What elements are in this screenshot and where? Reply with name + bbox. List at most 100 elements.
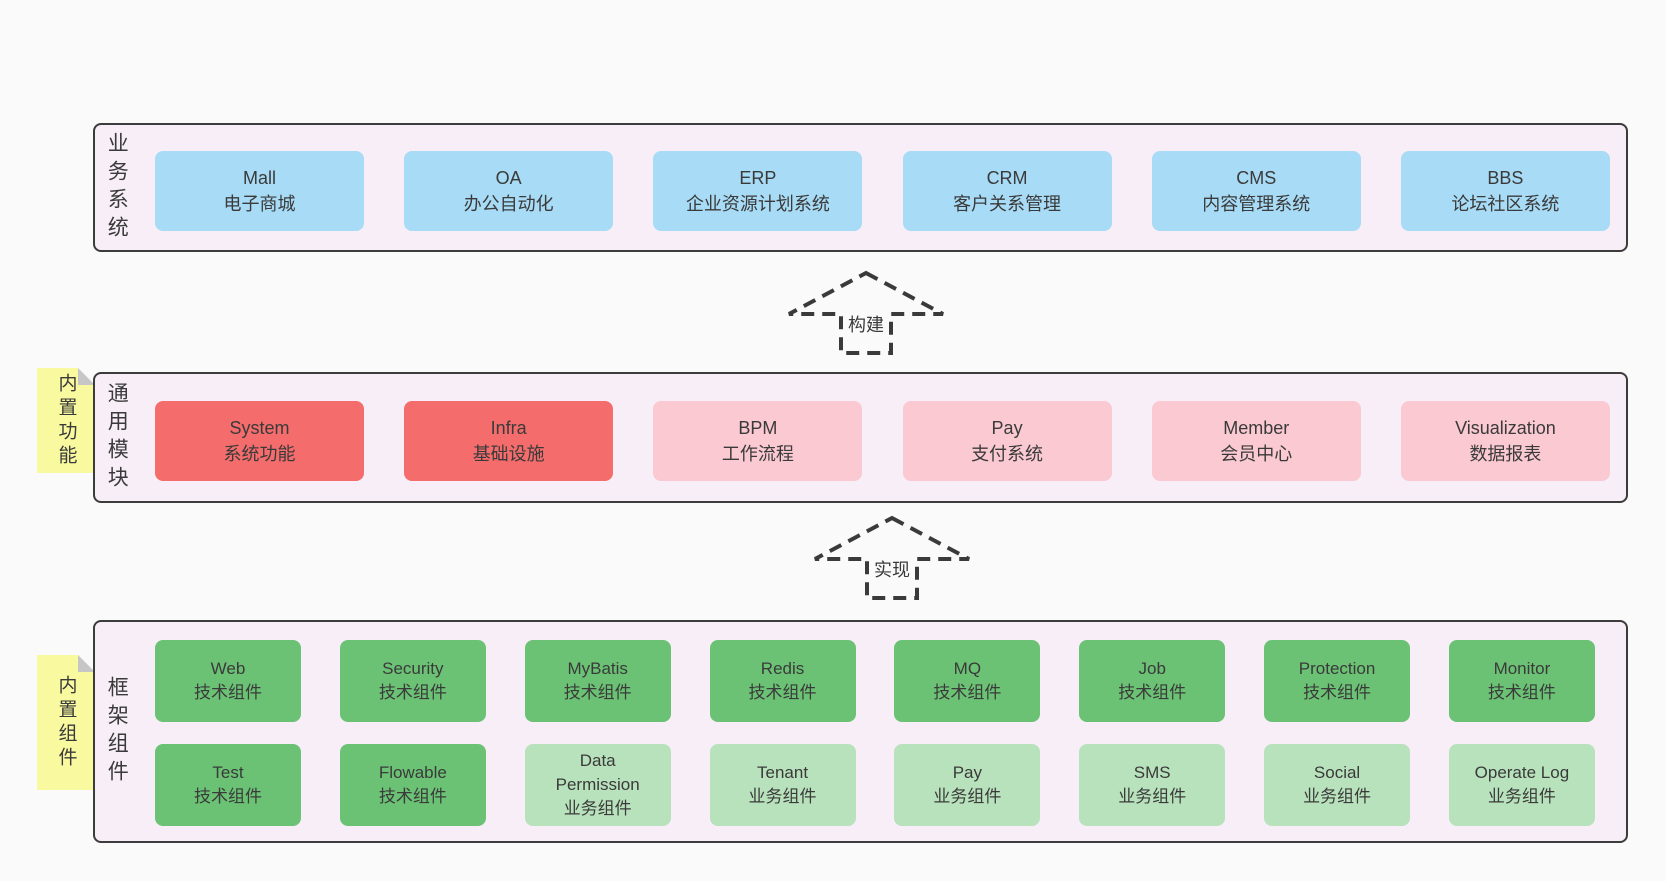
box-title: Job <box>1138 659 1166 678</box>
box-subtitle: 技术组件 <box>378 787 447 806</box>
box-web: Web 技术组件 <box>155 640 301 722</box>
framework-components-row-1: Web 技术组件 Security 技术组件 MyBatis 技术组件 Redi… <box>95 622 1626 722</box>
box-subtitle: 客户关系管理 <box>953 194 1062 214</box>
box-subtitle: 技术组件 <box>748 683 817 702</box>
box-title: Mall <box>242 168 276 188</box>
panel-label-framework-components: 框架组件 <box>105 675 129 788</box>
box-test: Test 技术组件 <box>155 744 301 826</box>
box-operate-log: Operate Log 业务组件 <box>1448 744 1595 826</box>
box-redis: Redis 技术组件 <box>709 640 856 722</box>
box-monitor: Monitor 技术组件 <box>1448 640 1595 722</box>
build-arrow-label: 构建 <box>846 311 886 337</box>
box-title: Test <box>212 763 244 782</box>
box-subtitle: 业务组件 <box>1487 787 1556 806</box>
box-subtitle: 工作流程 <box>721 444 794 464</box>
box-title: Tenant <box>757 763 809 782</box>
box-title: BBS <box>1487 168 1524 188</box>
box-title: Member <box>1223 418 1290 438</box>
box-title: Web <box>210 659 246 678</box>
box-mybatis: MyBatis 技术组件 <box>524 640 671 722</box>
box-title: Protection <box>1298 659 1376 678</box>
implement-arrow-label: 实现 <box>872 556 912 582</box>
box-title: SMS <box>1133 763 1171 782</box>
box-security: Security 技术组件 <box>339 640 486 722</box>
box-pay: Pay 支付系统 <box>902 401 1112 481</box>
box-subtitle: 业务组件 <box>1303 787 1372 806</box>
build-arrow: 构建 <box>787 270 945 356</box>
box-title: ERP <box>739 168 777 188</box>
box-subtitle: 数据报表 <box>1469 444 1542 464</box>
framework-components-row-2: Test 技术组件 Flowable 技术组件 Data Permission … <box>95 722 1626 826</box>
box-flowable: Flowable 技术组件 <box>339 744 486 826</box>
panel-framework-components: 框架组件 Web 技术组件 Security 技术组件 MyBatis 技术组件… <box>93 620 1628 843</box>
box-cms: CMS 内容管理系统 <box>1151 151 1361 231</box>
box-member: Member 会员中心 <box>1151 401 1361 481</box>
box-data-permission: Data Permission 业务组件 <box>524 744 671 826</box>
box-subtitle: 技术组件 <box>933 683 1002 702</box>
box-subtitle: 论坛社区系统 <box>1451 194 1560 214</box>
box-mall: Mall 电子商城 <box>155 151 364 231</box>
box-crm: CRM 客户关系管理 <box>902 151 1112 231</box>
box-title: Pay <box>952 763 983 782</box>
box-bbs: BBS 论坛社区系统 <box>1400 151 1610 231</box>
box-mq: MQ 技术组件 <box>894 640 1041 722</box>
box-title: Flowable <box>378 763 447 782</box>
box-tenant: Tenant 业务组件 <box>709 744 856 826</box>
box-title: Operate Log <box>1474 763 1570 782</box>
dashed-up-arrow-icon <box>814 515 970 600</box>
box-subtitle: 技术组件 <box>563 683 632 702</box>
panel-business-systems: 业务系统 Mall 电子商城 OA 办公自动化 ERP 企业资源计划系统 CRM… <box>93 123 1628 252</box>
folded-corner-icon <box>78 655 95 672</box>
box-title: CRM <box>986 168 1028 188</box>
box-subtitle: 业务组件 <box>563 799 632 818</box>
box-protection: Protection 技术组件 <box>1264 640 1411 722</box>
box-oa: OA 办公自动化 <box>404 151 614 231</box>
box-subtitle: 技术组件 <box>194 683 262 702</box>
box-title: Social <box>1313 763 1361 782</box>
box-subtitle: 业务组件 <box>933 787 1002 806</box>
box-subtitle: 业务组件 <box>1118 787 1187 806</box>
box-infra: Infra 基础设施 <box>404 401 614 481</box>
dashed-up-arrow-icon <box>788 270 944 355</box>
box-subtitle: 系统功能 <box>223 444 296 464</box>
sticky-note-builtin-features: 内置功能 <box>37 368 95 473</box>
box-subtitle: 电子商城 <box>223 194 296 214</box>
box-subtitle: 技术组件 <box>1303 683 1372 702</box>
box-title: Pay <box>991 418 1023 438</box>
box-title: CMS <box>1236 168 1277 188</box>
box-title: Infra <box>490 418 527 438</box>
box-job: Job 技术组件 <box>1079 640 1226 722</box>
box-bpm: BPM 工作流程 <box>653 401 863 481</box>
panel-label-business-systems: 业务系统 <box>105 131 129 244</box>
box-sms: SMS 业务组件 <box>1079 744 1226 826</box>
box-visualization: Visualization 数据报表 <box>1400 401 1610 481</box>
box-title: Redis <box>760 659 805 678</box>
sticky-note-text: 内置组件 <box>55 674 77 771</box>
box-subtitle: 企业资源计划系统 <box>685 194 830 214</box>
box-social: Social 业务组件 <box>1264 744 1411 826</box>
box-subtitle: 基础设施 <box>472 444 545 464</box>
box-subtitle: 会员中心 <box>1220 444 1293 464</box>
box-system: System 系统功能 <box>155 401 364 481</box>
box-subtitle: 内容管理系统 <box>1202 194 1311 214</box>
box-title: System <box>229 418 290 438</box>
box-erp: ERP 企业资源计划系统 <box>653 151 863 231</box>
panel-label-common-modules: 通用模块 <box>105 381 129 494</box>
box-title: OA <box>495 168 522 188</box>
box-subtitle: 办公自动化 <box>463 194 554 214</box>
panel-common-modules: 通用模块 System 系统功能 Infra 基础设施 BPM 工作流程 Pay… <box>93 372 1628 503</box>
box-title: BPM <box>738 418 778 438</box>
box-subtitle: 业务组件 <box>748 787 817 806</box>
box-title: Security <box>382 659 444 678</box>
box-title: Visualization <box>1455 418 1556 438</box>
sticky-note-builtin-components: 内置组件 <box>37 655 95 790</box>
business-systems-row: Mall 电子商城 OA 办公自动化 ERP 企业资源计划系统 CRM 客户关系… <box>95 125 1626 231</box>
box-title: MQ <box>953 659 982 678</box>
sticky-note-text: 内置功能 <box>55 372 77 469</box>
box-subtitle: 技术组件 <box>1487 683 1556 702</box>
box-subtitle: 技术组件 <box>194 787 262 806</box>
box-title: MyBatis <box>567 659 628 678</box>
common-modules-row: System 系统功能 Infra 基础设施 BPM 工作流程 Pay 支付系统… <box>95 374 1626 481</box>
box-subtitle: 技术组件 <box>1118 683 1187 702</box>
